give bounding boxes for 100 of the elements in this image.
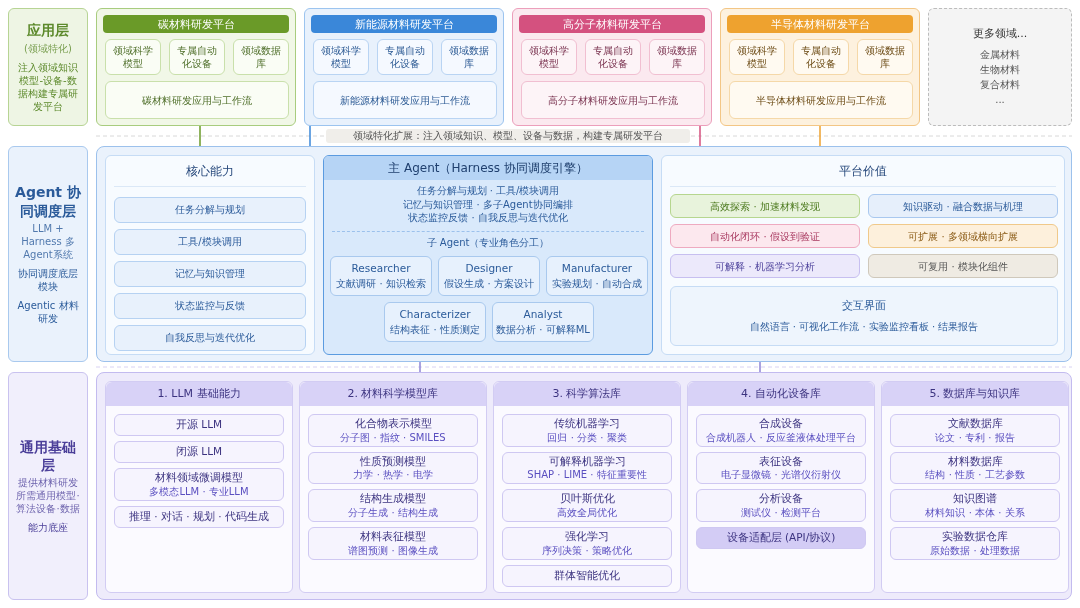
- module-label: 新能源材料研发应用与工作流: [339, 93, 471, 107]
- library-column: [881, 381, 1069, 593]
- module-label: 专属自动化设备: [592, 44, 634, 70]
- agent-function: 任务分解与规划 · 工具/模块调用: [415, 184, 561, 198]
- section-panel: [661, 155, 1065, 355]
- item-title: 传统机器学习: [553, 417, 621, 431]
- value-label: 可复用 · 模块化组件: [917, 259, 1009, 273]
- library-column: [105, 381, 293, 593]
- module-card: [521, 39, 577, 75]
- layer-title: Agent 协同调度层: [15, 183, 81, 220]
- section-panel: [105, 155, 315, 355]
- item-title: 文献数据库: [946, 417, 1004, 431]
- module-card: [585, 39, 641, 75]
- capability-card: [114, 196, 306, 223]
- item-title: 群体智能优化: [553, 568, 621, 583]
- capability-card: [114, 260, 306, 287]
- layer-panel: [96, 146, 1072, 362]
- item-detail: 材料知识 · 本体 · 关系: [924, 505, 1026, 519]
- module-card: [729, 39, 785, 75]
- value-card: [670, 254, 860, 278]
- layer-description: 协同调度底层模块: [17, 266, 79, 293]
- capability-label: 记忆与知识管理: [174, 267, 246, 281]
- module-card: [313, 81, 497, 119]
- domain-item: 生物材料: [979, 63, 1021, 78]
- item-title: 开源 LLM: [174, 418, 224, 432]
- item-detail: 谱图预测 · 图像生成: [347, 543, 439, 557]
- value-label: 知识驱动 · 融合数据与机理: [902, 199, 1024, 213]
- platform-header: 半导体材料研发平台: [727, 15, 913, 33]
- layer-label-card: [8, 372, 88, 600]
- layer-description: 提供材料研发所需通用模型·算法设备·数据: [15, 476, 81, 516]
- module-card: [649, 39, 705, 75]
- value-label: 可扩展 · 多领域横向扩展: [907, 229, 1019, 243]
- library-item: [502, 489, 672, 522]
- agent-role: Designer: [464, 261, 514, 276]
- item-detail: 合成机器人 · 反应釜液体处理平台: [705, 430, 857, 444]
- item-detail: 电子显微镜 · 光谱仪衍射仪: [720, 468, 842, 482]
- connector-line: [419, 361, 421, 373]
- agent-task: 实验规划 · 自动合成: [551, 277, 643, 291]
- value-label: 可解释 · 机器学习分析: [714, 259, 816, 273]
- agent-task: 文献调研 · 知识检索: [335, 277, 427, 291]
- library-item: [696, 489, 866, 522]
- library-item: [114, 414, 284, 436]
- library-item: [890, 526, 1060, 560]
- layer-description: (领域特化): [23, 41, 73, 55]
- module-card: [105, 39, 161, 75]
- library-item: [696, 526, 866, 549]
- agent-task: 假设生成 · 方案设计: [443, 277, 535, 291]
- module-card: [377, 39, 433, 75]
- module-card: [793, 39, 849, 75]
- main-agent-panel: [323, 155, 653, 355]
- layer-panel: [96, 372, 1072, 600]
- library-item: [502, 451, 672, 485]
- library-item: [890, 489, 1060, 522]
- column-header: 4. 自动化设备库: [688, 382, 874, 406]
- item-detail: 测试仪 · 检测平台: [740, 505, 822, 519]
- agent-function: 记忆与知识管理 · 多子Agent协同编排: [402, 197, 574, 211]
- module-card: [441, 39, 497, 75]
- module-label: 领域科学模型: [528, 44, 570, 70]
- value-card: [868, 194, 1058, 218]
- agent-role: Analyst: [522, 307, 564, 322]
- library-item: [308, 489, 478, 522]
- platform-card: [512, 8, 712, 126]
- capability-card: [114, 292, 306, 319]
- connector-line: [759, 361, 761, 373]
- item-title: 知识图谱: [952, 492, 998, 506]
- subagent-card: [330, 256, 432, 296]
- module-card: [233, 39, 289, 75]
- library-item: [114, 441, 284, 463]
- item-detail: 回归 · 分类 · 聚类: [546, 430, 628, 444]
- module-card: [729, 81, 913, 119]
- library-item: [890, 451, 1060, 485]
- platform-card: [720, 8, 920, 126]
- layer-label-card: [8, 146, 88, 362]
- agent-role: Researcher: [350, 261, 412, 276]
- capability-label: 自我反思与迭代优化: [164, 331, 256, 345]
- value-card: [670, 194, 860, 218]
- agent-role: Manufacturer: [560, 261, 634, 276]
- more-title: 更多领域...: [971, 26, 1029, 42]
- column-header: 5. 数据库与知识库: [882, 382, 1068, 406]
- domain-item: ...: [994, 93, 1006, 108]
- library-column: [493, 381, 681, 593]
- library-item: [502, 564, 672, 587]
- item-title: 可解释机器学习: [547, 454, 627, 469]
- module-label: 碳材料研发应用与工作流: [141, 93, 253, 107]
- item-detail: 高效全局优化: [556, 505, 618, 519]
- library-column: [687, 381, 875, 593]
- column-header: 1. LLM 基础能力: [106, 382, 292, 406]
- value-label: 高效探索 · 加速材料发现: [709, 199, 821, 213]
- section-title: 核心能力: [114, 156, 306, 187]
- subagent-title: 子 Agent（专业角色分工）: [332, 230, 644, 249]
- platform-card: [304, 8, 504, 126]
- module-card: [313, 39, 369, 75]
- layer-label-card: [8, 8, 88, 126]
- connector-line: [309, 125, 311, 147]
- item-title: 闭源 LLM: [174, 445, 224, 459]
- platform-header: 新能源材料研发平台: [311, 15, 497, 33]
- platform-card: [96, 8, 296, 126]
- domain-item: 金属材料: [979, 48, 1021, 63]
- library-item: [114, 505, 284, 528]
- column-header: 3. 科学算法库: [494, 382, 680, 406]
